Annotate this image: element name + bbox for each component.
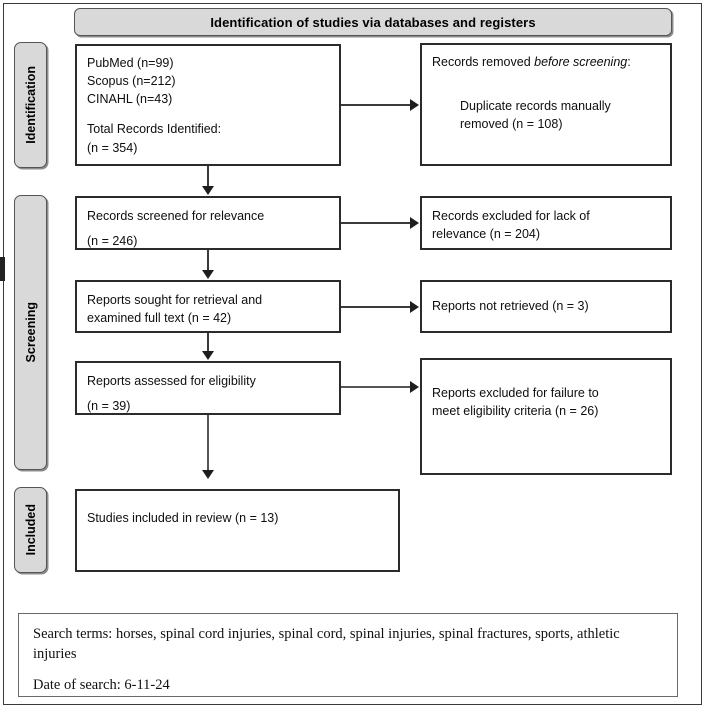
search-note-gap	[33, 664, 663, 676]
box-studies-included: Studies included in review (n = 13)	[75, 489, 400, 572]
records-identified-total-value: (n = 354)	[87, 140, 138, 155]
records-excluded-line2: relevance (n = 204)	[432, 227, 541, 242]
box-reports-assessed: Reports assessed for eligibility (n = 39…	[75, 361, 341, 415]
reports-sought-line2: examined full text (n = 42)	[87, 311, 232, 326]
arrow-identified-to-screened	[202, 186, 214, 195]
records-identified-spacer	[87, 108, 329, 120]
records-removed-heading: Records removed before screening:	[432, 53, 660, 71]
records-identified-total-label: Total Records Identified:	[87, 122, 222, 137]
diagram-header-title: Identification of studies via databases …	[210, 14, 536, 30]
stage-pill-identification-label: Identification	[23, 66, 38, 144]
reports-assessed-count: (n = 39)	[87, 399, 131, 414]
stage-pill-identification: Identification	[14, 42, 47, 168]
records-screened-count: (n = 246)	[87, 234, 138, 249]
connector-assessed-to-included	[207, 415, 209, 472]
reports-not-retrieved-text: Reports not retrieved (n = 3)	[432, 299, 589, 314]
records-removed-heading-lead: Records removed	[432, 55, 535, 69]
arrow-screened-to-excluded	[410, 217, 419, 229]
records-removed-heading-colon: :	[627, 55, 631, 69]
records-removed-duplicates-line2: removed (n = 108)	[460, 117, 563, 132]
arrow-screened-to-sought	[202, 270, 214, 279]
arrow-assessed-to-included	[202, 470, 214, 479]
arrow-sought-to-assessed	[202, 351, 214, 360]
box-records-removed: Records removed before screening: Duplic…	[420, 43, 672, 166]
connector-screened-to-excluded	[341, 222, 411, 224]
records-removed-duplicates-line1: Duplicate records manually	[460, 99, 611, 114]
connector-identified-to-removed	[341, 104, 411, 106]
search-terms-note: Search terms: horses, spinal cord injuri…	[18, 613, 678, 697]
reports-sought-line1: Reports sought for retrieval and	[87, 293, 263, 307]
connector-sought-to-not-retrieved	[341, 306, 411, 308]
date-of-search-text: Date of search: 6-11-24	[33, 677, 170, 694]
records-identified-cinahl: CINAHL (n=43)	[87, 92, 173, 107]
diagram-header-banner: Identification of studies via databases …	[74, 8, 672, 36]
scan-artifact-mark	[0, 257, 5, 281]
search-terms-text: Search terms: horses, spinal cord injuri…	[33, 626, 620, 662]
stage-pill-included: Included	[14, 487, 47, 573]
stage-pill-included-label: Included	[23, 504, 38, 556]
records-excluded-line1: Records excluded for lack of	[432, 209, 590, 223]
connector-assessed-to-excluded	[341, 386, 411, 388]
box-records-identified: PubMed (n=99) Scopus (n=212) CINAHL (n=4…	[75, 44, 341, 166]
records-removed-spacer	[432, 71, 660, 97]
reports-excluded-line2: meet eligibility criteria (n = 26)	[432, 404, 599, 419]
records-screened-text: Records screened for relevance	[87, 209, 265, 223]
figure-outer-border	[3, 3, 702, 705]
box-records-screened: Records screened for relevance (n = 246)	[75, 196, 341, 250]
connector-screened-to-sought	[207, 250, 209, 272]
arrow-sought-to-not-retrieved	[410, 301, 419, 313]
reports-excluded-line1: Reports excluded for failure to	[432, 386, 599, 400]
studies-included-text: Studies included in review (n = 13)	[87, 511, 279, 525]
connector-identified-to-screened	[207, 166, 209, 188]
connector-sought-to-assessed	[207, 333, 209, 353]
box-reports-sought: Reports sought for retrieval and examine…	[75, 280, 341, 333]
box-records-excluded: Records excluded for lack of relevance (…	[420, 196, 672, 250]
records-removed-heading-italic: before screening	[534, 55, 628, 69]
box-reports-excluded: Reports excluded for failure to meet eli…	[420, 358, 672, 475]
stage-pill-screening-label: Screening	[23, 302, 38, 363]
reports-assessed-text: Reports assessed for eligibility	[87, 374, 256, 388]
arrow-identified-to-removed	[410, 99, 419, 111]
arrow-assessed-to-excluded	[410, 381, 419, 393]
records-identified-scopus: Scopus (n=212)	[87, 74, 176, 89]
stage-pill-screening: Screening	[14, 195, 47, 470]
box-reports-not-retrieved: Reports not retrieved (n = 3)	[420, 280, 672, 333]
records-identified-pubmed: PubMed (n=99)	[87, 56, 174, 70]
